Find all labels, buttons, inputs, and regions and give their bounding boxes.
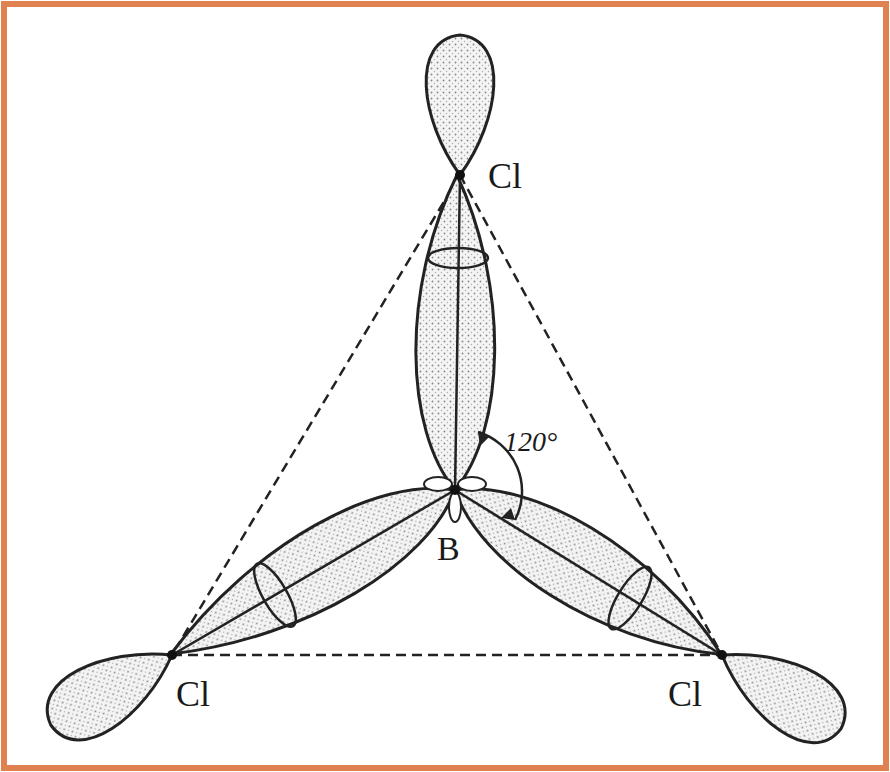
- bond-lobes: [151, 175, 742, 688]
- bond-lines: [172, 175, 722, 655]
- angle-label: 120°: [504, 428, 557, 456]
- atom-dots: [167, 170, 727, 660]
- outer-lobes: [34, 35, 859, 757]
- atom-label: Cl: [668, 676, 702, 712]
- atom-label: B: [437, 532, 460, 566]
- boron-small-lobes: [424, 477, 486, 522]
- frame: [4, 4, 886, 768]
- atom-label: Cl: [176, 676, 210, 712]
- atom-label: Cl: [488, 158, 522, 194]
